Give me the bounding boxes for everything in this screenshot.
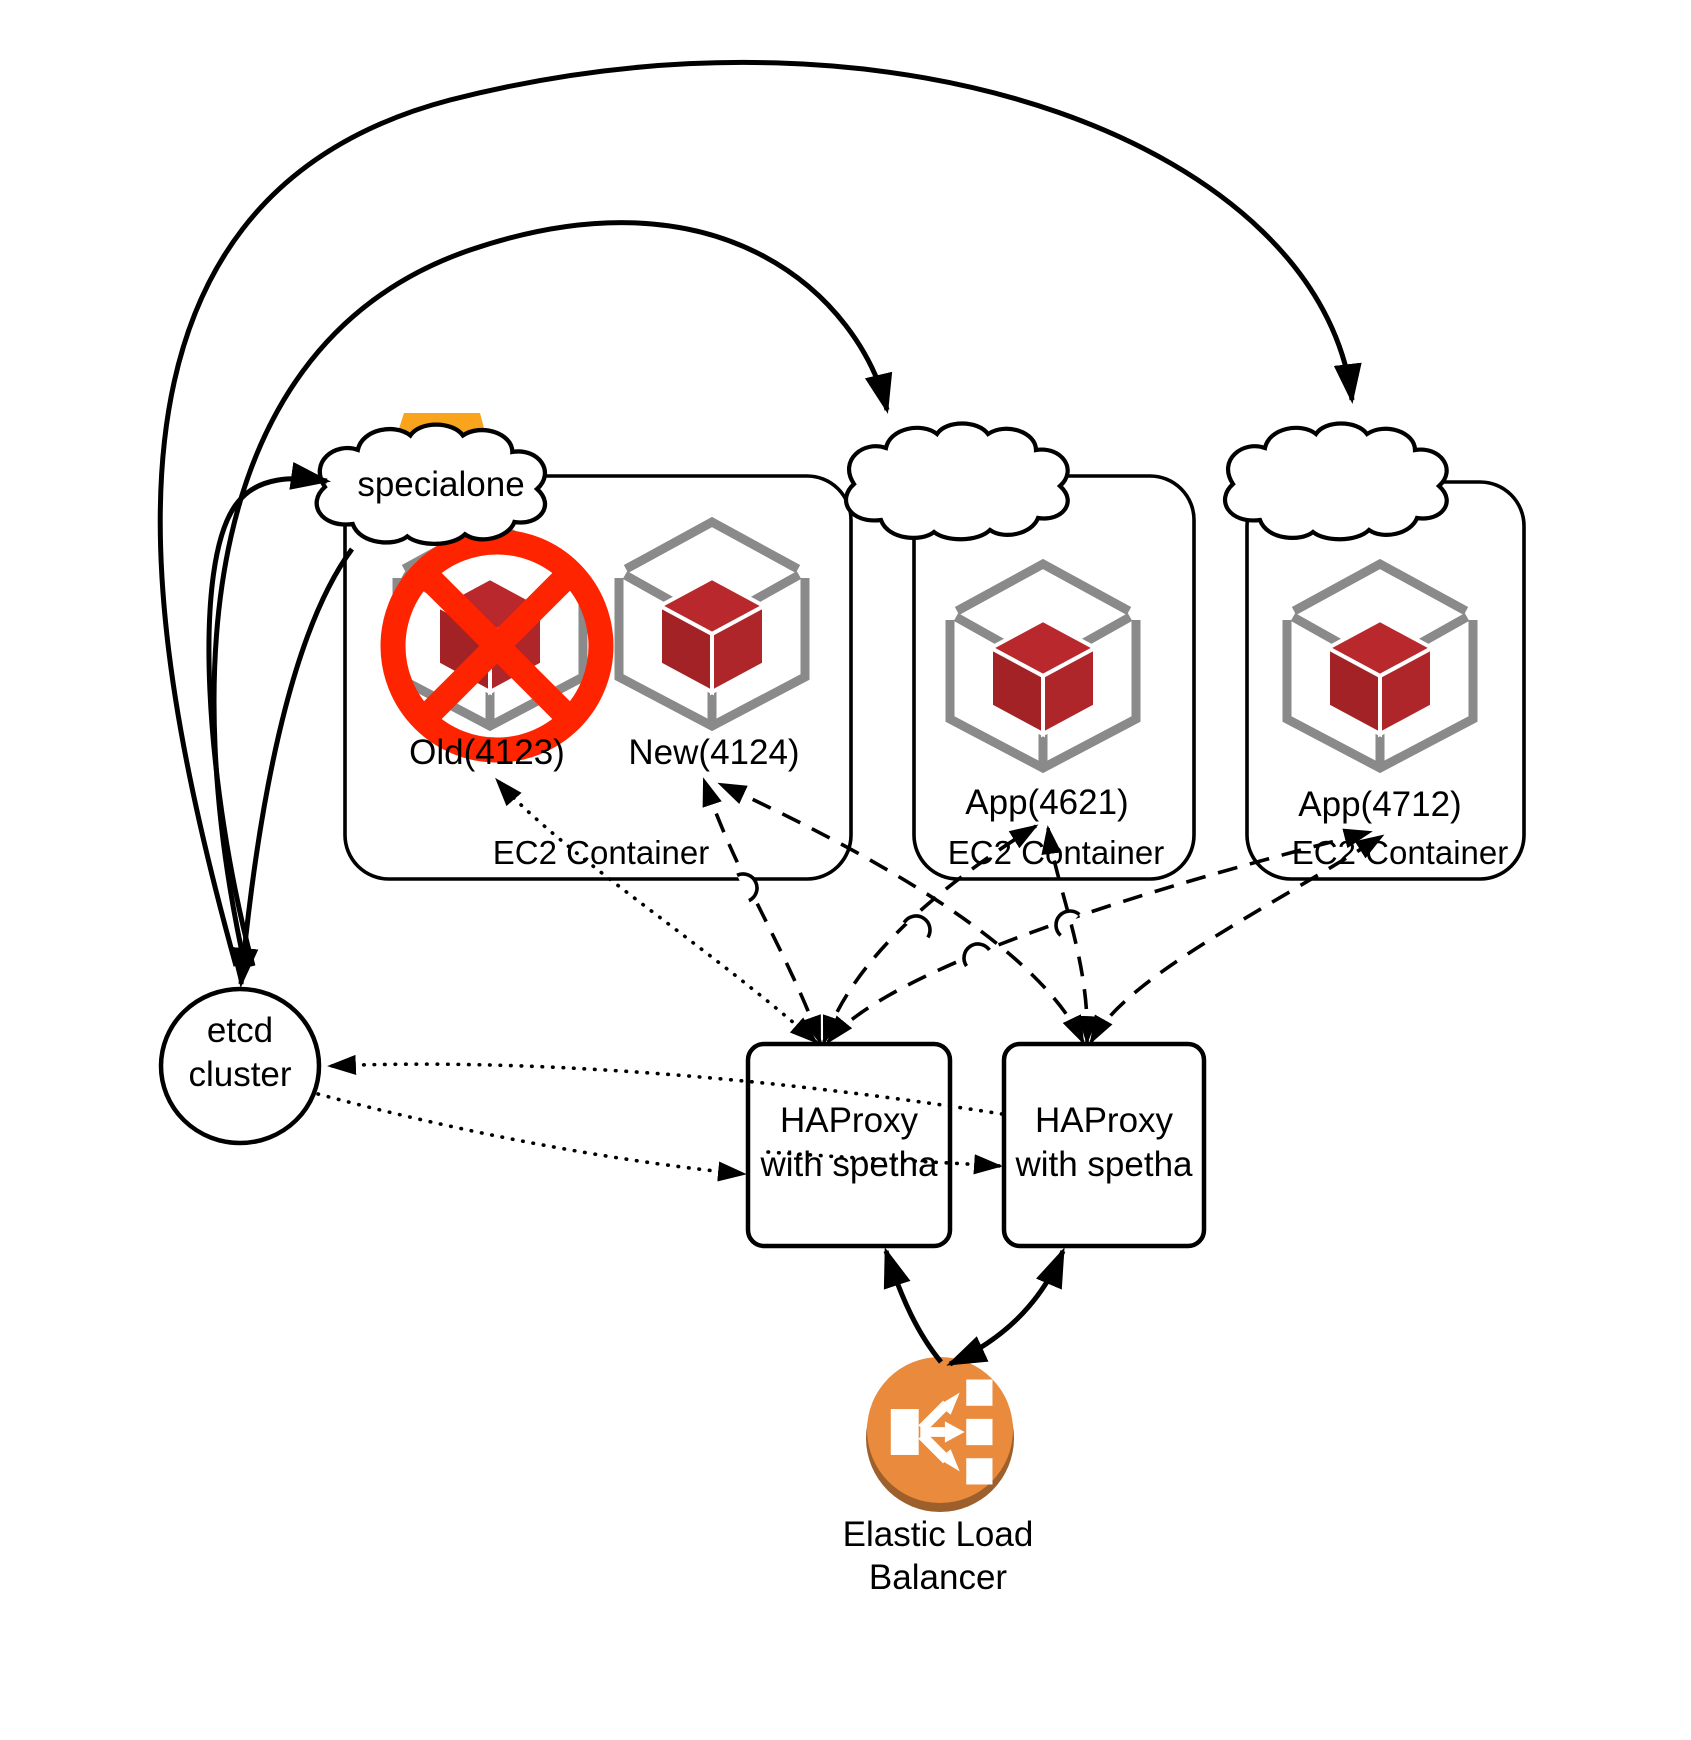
edge-etcd-specialone [206, 462, 331, 967]
edge-haproxy2-app4621 [1041, 825, 1098, 1045]
edge-etcd-cloud-right [157, 59, 1362, 967]
edge-specialone-etcd [230, 547, 355, 988]
etcd-cluster-node [158, 986, 322, 1146]
etcd-label-line2: cluster [188, 1055, 291, 1094]
edge-etcd-haproxy1-dotted [316, 1092, 747, 1182]
crossed-out-icon [380, 529, 614, 763]
specialone-label: specialone [357, 465, 524, 504]
ec2-container-3-label: EC2 Container [1292, 834, 1508, 871]
haproxy-right-line1: HAProxy [1035, 1101, 1174, 1140]
edge-haproxy1-haproxy2-dotted [766, 1150, 1003, 1175]
ec2-container-1-label: EC2 Container [493, 834, 709, 871]
edge-elb-haproxy2 [946, 1247, 1066, 1367]
app-4712-label: App(4712) [1298, 785, 1461, 824]
edge-etcd-cloud-middle [211, 220, 893, 967]
edge-haproxy2-app4712 [1089, 834, 1385, 1045]
haproxy-left-line2: with spetha [759, 1145, 938, 1184]
elb-label-line2: Balancer [869, 1558, 1007, 1597]
new-instance-label: New(4124) [628, 733, 799, 772]
edge-hops [736, 872, 1081, 968]
elb-label-line1: Elastic Load [843, 1515, 1034, 1554]
haproxy-right-line2: with spetha [1014, 1145, 1193, 1184]
old-instance-label: Old(4123) [409, 733, 565, 772]
app-4621-label: App(4621) [965, 783, 1128, 822]
edge-haproxy2-etcd-dotted [327, 1054, 1004, 1116]
edges [157, 59, 1385, 1367]
haproxy-left-line1: HAProxy [780, 1101, 919, 1140]
etcd-label-line1: etcd [207, 1011, 273, 1050]
edge-elb-haproxy1 [883, 1247, 943, 1364]
elb-icon [866, 1357, 1014, 1512]
cloud-right [1225, 424, 1447, 540]
cloud-middle [846, 424, 1068, 540]
